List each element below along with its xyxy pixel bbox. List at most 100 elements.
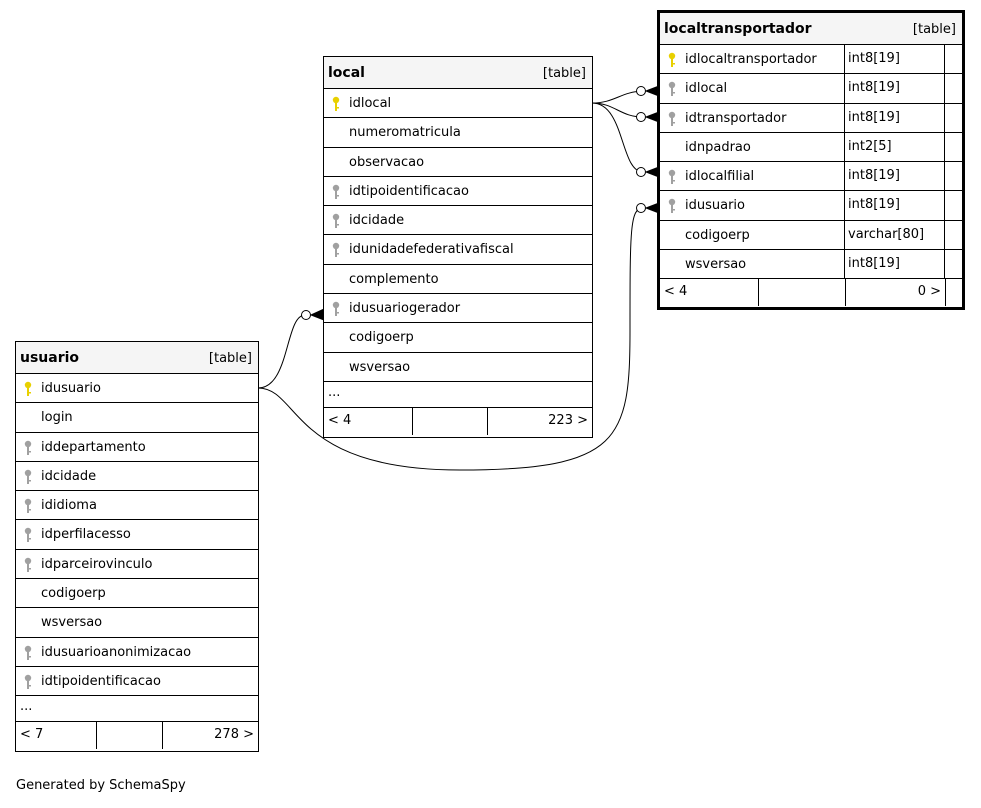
- column-row[interactable]: idtransportador int8[19]: [660, 103, 962, 133]
- column-row[interactable]: login: [16, 403, 258, 433]
- column-name: wsversao: [41, 615, 103, 631]
- edge-usuario-to-lt-idusuario: [257, 207, 644, 471]
- column-row[interactable]: idlocal int8[19]: [660, 74, 962, 104]
- column-type: int8[19]: [848, 80, 900, 96]
- table-type: [table]: [208, 351, 252, 366]
- foreign-key-icon: [332, 301, 340, 317]
- table-name: localtransportador: [664, 21, 812, 37]
- foreign-key-icon: [668, 169, 676, 185]
- column-name: idcidade: [349, 213, 405, 229]
- table-header: usuario [table]: [16, 342, 258, 374]
- column-name: idtransportador: [685, 110, 787, 126]
- column-name: idlocal: [685, 81, 728, 97]
- table-footer: < 4 0 >: [660, 279, 946, 307]
- column-name: idperfilacesso: [41, 527, 131, 543]
- parents-count: < 4: [664, 284, 688, 300]
- more-columns: ...: [16, 696, 258, 723]
- table-footer: < 7 278 >: [16, 722, 258, 750]
- column-row[interactable]: idcidade: [324, 206, 592, 236]
- column-name: idunidadefederativafiscal: [349, 242, 514, 258]
- table-header: localtransportador [table]: [660, 13, 962, 45]
- column-row[interactable]: iddepartamento: [16, 433, 258, 462]
- column-name: login: [41, 410, 73, 426]
- column-row[interactable]: codigoerp: [16, 579, 258, 609]
- column-type: int8[19]: [848, 109, 900, 125]
- column-type: varchar[80]: [848, 226, 925, 242]
- table-footer: < 4 223 >: [324, 407, 592, 435]
- column-name: idparceirovinculo: [41, 556, 153, 572]
- foreign-key-icon: [332, 243, 340, 258]
- edge-local-to-lt-idlocal: [591, 90, 644, 104]
- more-columns: ...: [324, 382, 592, 408]
- table-name: usuario: [20, 350, 80, 366]
- table-name: local: [328, 65, 365, 81]
- table-type: [table]: [542, 66, 586, 81]
- table-localtransportador[interactable]: localtransportador [table] idlocaltransp…: [657, 10, 965, 310]
- foreign-key-icon: [24, 440, 32, 455]
- column-row[interactable]: idlocal: [324, 89, 592, 119]
- column-row[interactable]: wsversao: [324, 353, 592, 382]
- column-name: codigoerp: [349, 330, 414, 346]
- column-row[interactable]: idperfilacesso: [16, 520, 258, 550]
- edge-circle: [301, 310, 311, 320]
- children-count: 278 >: [214, 727, 254, 743]
- column-name: idusuario: [41, 381, 101, 396]
- column-row[interactable]: idtipoidentificacao: [324, 177, 592, 207]
- parents-count: < 4: [328, 412, 352, 428]
- edge-circle: [636, 86, 646, 96]
- column-row[interactable]: idparceirovinculo: [16, 550, 258, 580]
- column-name: wsversao: [685, 257, 747, 273]
- column-type: int8[19]: [848, 256, 900, 272]
- parents-count: < 7: [20, 727, 44, 743]
- column-name: idtipoidentificacao: [41, 673, 161, 689]
- foreign-key-icon: [24, 557, 32, 572]
- column-row[interactable]: ididioma: [16, 491, 258, 521]
- column-row[interactable]: idunidadefederativafiscal: [324, 235, 592, 265]
- column-type: int8[19]: [848, 197, 900, 213]
- column-row[interactable]: idusuariogerador: [324, 294, 592, 324]
- column-row[interactable]: idusuarioanonimizacao: [16, 638, 258, 667]
- edge-circle: [636, 203, 646, 213]
- foreign-key-icon: [668, 199, 676, 214]
- column-name: numeromatricula: [349, 125, 461, 141]
- edge-local-to-lt-idlocalfilial: [591, 102, 644, 173]
- foreign-key-icon: [668, 111, 676, 126]
- primary-key-icon: [668, 52, 676, 67]
- primary-key-icon: [332, 96, 340, 111]
- column-name: idcidade: [41, 468, 97, 484]
- column-name: ididioma: [41, 498, 97, 514]
- column-name: observacao: [349, 154, 425, 170]
- column-row[interactable]: observacao: [324, 148, 592, 177]
- column-row[interactable]: wsversao int8[19]: [660, 250, 962, 280]
- column-row[interactable]: numeromatricula: [324, 118, 592, 148]
- column-name: idnpadrao: [685, 139, 751, 155]
- column-type: int8[19]: [848, 51, 900, 66]
- column-type: int8[19]: [848, 168, 900, 184]
- table-local[interactable]: local [table] idlocal numeromatricula obse…: [323, 56, 593, 438]
- primary-key-icon: [24, 381, 32, 396]
- foreign-key-icon: [332, 213, 340, 229]
- column-row[interactable]: complemento: [324, 265, 592, 295]
- edge-usuario-to-local-idusuariogerador: [257, 314, 306, 389]
- column-row[interactable]: idcidade: [16, 462, 258, 492]
- column-name: codigoerp: [41, 586, 106, 602]
- column-row[interactable]: codigoerp: [324, 323, 592, 353]
- column-row[interactable]: idtipoidentificacao: [16, 667, 258, 697]
- generated-by-text: Generated by SchemaSpy: [16, 778, 186, 793]
- foreign-key-icon: [24, 645, 32, 660]
- table-header: local [table]: [324, 57, 592, 89]
- column-name: idusuariogerador: [349, 301, 461, 317]
- edge-circle: [636, 112, 646, 122]
- column-row[interactable]: wsversao: [16, 608, 258, 638]
- children-count: 0 >: [917, 284, 941, 300]
- table-usuario[interactable]: usuario [table] idusuario login iddepartam…: [15, 341, 259, 752]
- foreign-key-icon: [24, 528, 32, 543]
- foreign-key-icon: [24, 498, 32, 514]
- column-row[interactable]: idusuario: [16, 374, 258, 404]
